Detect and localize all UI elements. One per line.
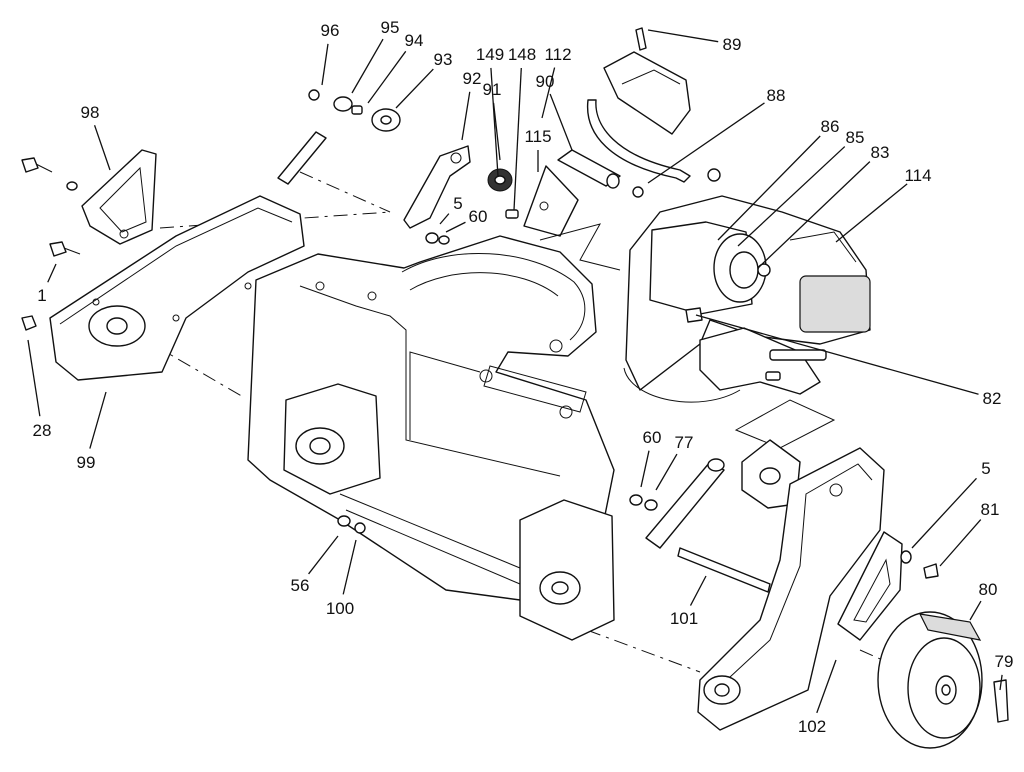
leader-line-60a [445,221,466,233]
leader-line-81 [939,519,982,567]
callout-95: 95 [381,18,400,37]
leader-line-85 [737,146,846,247]
leader-line-56 [308,535,339,575]
callout-91: 91 [483,80,502,99]
leader-line-149 [490,67,499,177]
leader-line-5a [439,213,450,225]
leader-line-1 [47,263,57,283]
leader-line-80 [969,600,982,621]
callout-99: 99 [77,453,96,472]
leader-line-90 [549,93,573,151]
callout-60a: 60 [469,207,488,226]
callout-93: 93 [434,50,453,69]
leader-line-79 [999,674,1003,691]
callout-100: 100 [326,599,354,618]
callout-89: 89 [723,35,742,54]
leader-line-96 [321,43,329,86]
callout-94: 94 [405,31,424,50]
callout-1: 1 [37,286,46,305]
leader-line-89 [647,29,719,43]
plate-115 [523,149,644,271]
wheel-80 [877,550,1009,749]
callout-60b: 60 [643,428,662,447]
leader-line-102 [816,659,837,714]
leader-line-98 [93,125,111,171]
callout-148: 148 [508,45,536,64]
side-plate-99 [49,195,305,381]
leader-line-86 [717,135,821,241]
callout-77: 77 [675,433,694,452]
leader-line-83 [757,161,871,269]
callout-92: 92 [463,69,482,88]
leader-line-77 [655,453,678,491]
leader-line-88 [647,102,765,184]
callout-82: 82 [983,389,1002,408]
callout-101: 101 [670,609,698,628]
callout-5b: 5 [981,459,990,478]
leader-line-99 [89,391,107,449]
callout-96: 96 [321,21,340,40]
auger-housing [247,235,615,641]
callout-86: 86 [821,117,840,136]
gearbox-assembly [623,195,871,449]
right-shaft-parts [629,439,801,593]
callout-81: 81 [981,500,1000,519]
callout-85: 85 [846,128,865,147]
leader-line-60b [640,450,650,488]
leader-line-91 [492,102,501,161]
callout-28: 28 [33,421,52,440]
leader-line-82 [695,314,979,395]
leader-line-114 [835,183,908,243]
callout-115: 115 [524,127,551,146]
callout-80: 80 [979,580,998,599]
callout-88: 88 [767,86,786,105]
leader-line-92 [461,91,471,141]
callout-56: 56 [291,576,310,595]
bottom-washers [337,515,366,534]
callout-149: 149 [476,45,504,64]
callout-5a: 5 [453,194,462,213]
callout-98: 98 [81,103,100,122]
left-fasteners [21,157,81,331]
chute-crank [586,27,721,183]
leader-line-100 [342,539,357,595]
leader-line-94 [367,50,407,104]
callout-90: 90 [536,72,555,91]
callout-112: 112 [544,45,571,64]
leader-line-5b [911,477,977,549]
leader-line-93 [395,68,434,109]
bracket-98 [81,149,157,245]
leader-line-28 [27,339,41,417]
callout-83: 83 [871,143,890,162]
side-plate-102 [697,447,903,731]
callout-114: 114 [904,166,931,185]
leader-line-101 [689,575,707,606]
callout-102: 102 [798,717,826,736]
leader-line-95 [351,38,384,94]
leader-line-112 [541,67,556,119]
leader-line-148 [513,67,522,211]
upper-small-parts [277,89,519,245]
callout-79: 79 [995,652,1014,671]
